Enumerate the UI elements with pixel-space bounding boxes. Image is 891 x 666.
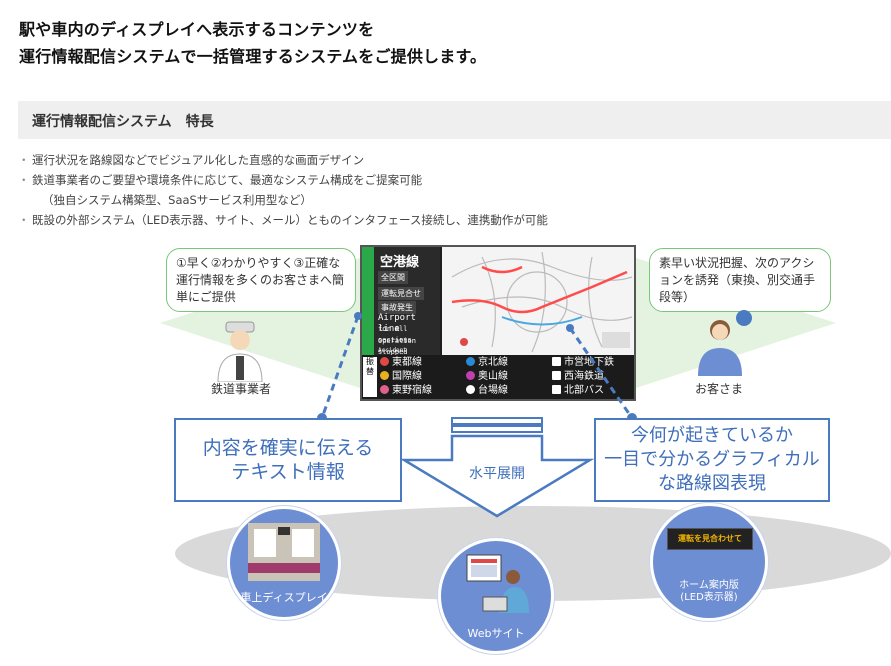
- transfer-line: 東野宿線: [380, 384, 432, 397]
- train-interior-icon: [248, 523, 320, 581]
- screen-en-3: Operation stopped: [378, 337, 416, 356]
- headline-line1: 駅や車内のディスプレイへ表示するコンテンツを: [19, 20, 375, 39]
- transfer-table: 振替 東都線 京北線 市営地下鉄 国際線 奥山線 西海鉄道 東野宿線 台場線 北…: [362, 355, 634, 399]
- computer-user-icon: [466, 554, 529, 613]
- section-header: 運行情報配信システム 特長: [18, 101, 891, 139]
- transfer-line-name: 台場線: [478, 385, 508, 396]
- transfer-line-name: 国際線: [392, 371, 422, 382]
- line-dot: [466, 385, 475, 394]
- transfer-line: 西海鉄道: [552, 370, 604, 383]
- line-dot: [552, 357, 561, 366]
- feature-list: 運行状況を路線図などでビジュアル化した直感的な画面デザイン 鉄道事業者のご要望や…: [18, 150, 548, 230]
- transfer-line: 東都線: [380, 356, 422, 369]
- line-dot: [466, 371, 475, 380]
- transfer-line: 台場線: [466, 384, 508, 397]
- screen-en-2: for All sections: [378, 325, 412, 344]
- transfer-line-name: 東野宿線: [392, 385, 432, 396]
- screen-status-2: 運転見合せ: [378, 287, 424, 300]
- line-dot: [380, 371, 389, 380]
- screen-status-panel: 空港線 全区間 運転見合せ 事故発生 Airport line for All …: [362, 247, 440, 356]
- screen-line-title: 空港線: [380, 255, 420, 270]
- screen-status-3: 事故発生: [378, 301, 416, 314]
- feature-item: 鉄道事業者のご要望や環境条件に応じて、最適なシステム構成をご提案可能 （独自システ…: [18, 170, 548, 210]
- transfer-line-name: 北部バス: [564, 385, 604, 396]
- feature-subtext: （独自システム構築型、SaaSサービス利用型など）: [42, 193, 312, 207]
- screen-en-4: Accident: [378, 347, 407, 354]
- operator-caption: 鉄道事業者: [210, 382, 271, 396]
- dashed-connectors: [317, 312, 637, 423]
- arrow-label: 水平展開: [469, 466, 525, 482]
- transfer-line: 市営地下鉄: [552, 356, 614, 369]
- led-board-text: 運転を見合わせて: [678, 534, 742, 543]
- line-dot: [552, 371, 561, 380]
- station-display-screen: 空港線 全区間 運転見合せ 事故発生 Airport line for All …: [360, 245, 636, 401]
- line-dot: [552, 385, 561, 394]
- led-board: 運転を見合わせて: [667, 528, 753, 550]
- section-title: 運行情報配信システム 特長: [32, 114, 214, 130]
- transfer-line-name: 東都線: [392, 357, 422, 368]
- transfer-line: 北部バス: [552, 384, 604, 397]
- feature-text: 鉄道事業者のご要望や環境条件に応じて、最適なシステム構成をご提案可能: [32, 173, 423, 187]
- feature-item: 運行状況を路線図などでビジュアル化した直感的な画面デザイン: [18, 150, 548, 170]
- system-diagram: ①早く②わかりやすく③正確な運行情報を多くのお客さまへ簡単にご提供 素早い状況把…: [0, 238, 891, 666]
- customer-caption: お客さま: [694, 382, 743, 396]
- route-map: [442, 247, 634, 355]
- line-color-bar: [362, 247, 374, 355]
- onboard-display-label: 車上ディスプレイ: [240, 591, 328, 604]
- led-board-circle: 運転を見合わせて ホーム案内版 (LED表示器): [650, 503, 768, 621]
- transfer-line-name: 奥山線: [478, 371, 508, 382]
- onboard-display-circle: 車上ディスプレイ: [227, 506, 341, 620]
- text-info-box: 内容を確実に伝える テキスト情報: [174, 418, 402, 502]
- transfer-line-name: 市営地下鉄: [564, 357, 614, 368]
- feature-text: 既設の外部システム（LED表示器、サイト、メール）とものインタフェース接続し、連…: [32, 213, 548, 227]
- transfer-line: 京北線: [466, 356, 508, 369]
- deployment-arrow-icon: [400, 417, 594, 518]
- line-dot: [466, 357, 475, 366]
- transfer-label: 振替: [363, 357, 377, 397]
- website-circle: Webサイト: [438, 538, 554, 654]
- operator-bubble: ①早く②わかりやすく③正確な運行情報を多くのお客さまへ簡単にご提供: [166, 248, 356, 312]
- graphic-map-box: 今何が起きているか 一目で分かるグラフィカル な路線図表現: [594, 418, 830, 502]
- led-board-label: ホーム案内版 (LED表示器): [679, 580, 739, 603]
- website-label: Webサイト: [467, 627, 525, 640]
- transfer-line-name: 京北線: [478, 357, 508, 368]
- railway-operator-icon: [217, 321, 263, 382]
- line-dot: [380, 357, 389, 366]
- transfer-line-name: 西海鉄道: [564, 371, 604, 382]
- headline-line2: 運行情報配信システムで一括管理するシステムをご提供します。: [19, 47, 487, 66]
- screen-status-1: 全区間: [378, 271, 408, 284]
- feature-text: 運行状況を路線図などでビジュアル化した直感的な画面デザイン: [32, 153, 365, 167]
- customer-icon: [698, 310, 752, 376]
- transfer-line: 国際線: [380, 370, 422, 383]
- customer-bubble: 素早い状況把握、次のアクションを誘発（東換、別交通手段等）: [649, 248, 831, 312]
- transfer-line: 奥山線: [466, 370, 508, 383]
- feature-item: 既設の外部システム（LED表示器、サイト、メール）とものインタフェース接続し、連…: [18, 210, 548, 230]
- line-dot: [380, 385, 389, 394]
- headline: 駅や車内のディスプレイへ表示するコンテンツを 運行情報配信システムで一括管理する…: [19, 16, 486, 70]
- screen-en-1: Airport line: [378, 313, 416, 334]
